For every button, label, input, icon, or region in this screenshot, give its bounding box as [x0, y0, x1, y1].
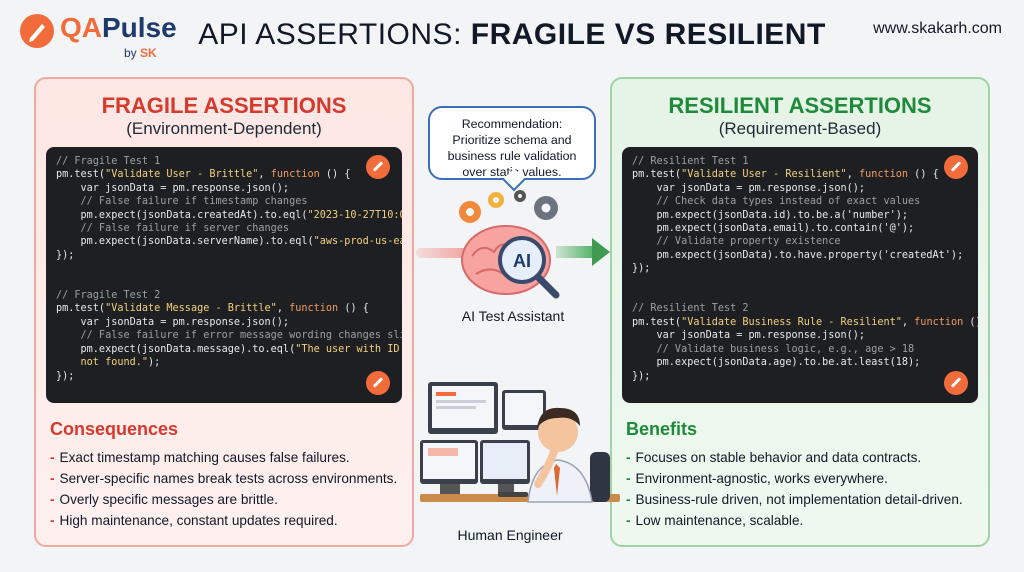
list-item: -Server-specific names break tests acros…: [50, 471, 398, 486]
human-engineer-label: Human Engineer: [457, 527, 563, 543]
resilient-title: RESILIENT ASSERTIONS: [668, 93, 932, 118]
pen-icon: [944, 371, 968, 395]
flow-arrow-shaft: [556, 246, 596, 258]
list-item: -Low maintenance, scalable.: [626, 513, 804, 528]
pen-icon: [366, 155, 390, 179]
benefits-list: -Focuses on stable behavior and data con…: [626, 447, 982, 531]
fragile-code-block: // Fragile Test 1 pm.test("Validate User…: [46, 147, 402, 403]
list-item: -Overly specific messages are brittle.: [50, 492, 278, 507]
page-title: API ASSERTIONS: FRAGILE VS RESILIENT: [198, 18, 826, 51]
consequences-list: -Exact timestamp matching causes false f…: [50, 447, 406, 531]
ai-test-assistant-label: AI Test Assistant: [461, 308, 565, 324]
resilient-subtitle: (Requirement-Based): [718, 119, 882, 138]
list-item: -Business-rule driven, not implementatio…: [626, 492, 963, 507]
logo-wordmark: QAPulse: [60, 12, 177, 43]
engineer-figure: [498, 407, 610, 503]
qapulse-logo: QAPulse by SK: [20, 12, 180, 62]
human-engineer-illustration: [420, 382, 620, 503]
gear-icon: [459, 190, 558, 223]
monitor-icon: [420, 382, 546, 494]
logo-pen-icon: [20, 14, 54, 48]
pen-icon: [366, 371, 390, 395]
fragile-assertions-panel: FRAGILE ASSERTIONS (Environment-Dependen…: [34, 77, 414, 547]
list-item: -High maintenance, constant updates requ…: [50, 513, 338, 528]
resilient-code-block: // Resilient Test 1 pm.test("Validate Us…: [622, 147, 978, 403]
list-item: -Focuses on stable behavior and data con…: [626, 450, 922, 465]
flow-arrow-tail: [416, 248, 468, 258]
recommendation-bubble: Recommendation: Prioritize schema and bu…: [428, 106, 596, 180]
ai-badge: AI: [513, 251, 531, 271]
resilient-assertions-panel: RESILIENT ASSERTIONS (Requirement-Based)…: [610, 77, 990, 547]
website-link[interactable]: www.skakarh.com: [873, 20, 1002, 37]
benefits-heading: Benefits: [626, 419, 698, 439]
fragile-subtitle: (Environment-Dependent): [126, 119, 322, 138]
pen-icon: [944, 155, 968, 179]
fragile-title: FRAGILE ASSERTIONS: [101, 93, 347, 118]
ai-brain-icon: AI: [459, 190, 560, 299]
list-item: -Exact timestamp matching causes false f…: [50, 450, 350, 465]
list-item: -Environment-agnostic, works everywhere.: [626, 471, 888, 486]
arrow-right-icon: [592, 238, 610, 266]
consequences-heading: Consequences: [50, 419, 179, 439]
logo-byline: by SK: [124, 46, 157, 60]
